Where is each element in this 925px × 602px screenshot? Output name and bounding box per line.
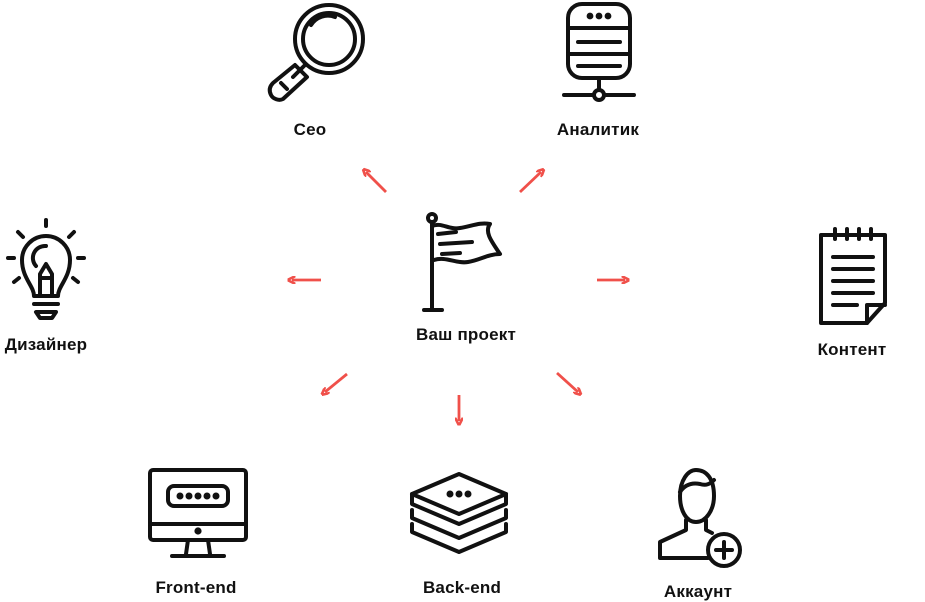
layers-icon — [406, 470, 512, 554]
magnifier-icon — [265, 3, 369, 102]
node-label-seo: Сео — [293, 120, 327, 139]
center-label: Ваш проект — [416, 325, 516, 344]
node-label-backend: Back-end — [422, 578, 502, 597]
arrow-to-account — [556, 371, 578, 392]
arrow-to-frontend — [325, 372, 348, 392]
node-label-frontend: Front-end — [155, 578, 237, 597]
node-label-designer: Дизайнер — [4, 335, 88, 354]
database-server-icon — [562, 2, 636, 102]
arrow-to-seo — [366, 172, 387, 193]
user-add-icon — [656, 466, 746, 570]
node-label-account: Аккаунт — [663, 582, 733, 601]
lightbulb-pencil-icon — [6, 218, 86, 322]
arrow-to-analytic — [519, 172, 541, 194]
notepad-icon — [817, 227, 891, 327]
flag-icon — [420, 212, 510, 316]
node-label-content: Контент — [817, 340, 887, 359]
node-label-analytic: Аналитик — [556, 120, 640, 139]
monitor-icon — [146, 468, 250, 560]
